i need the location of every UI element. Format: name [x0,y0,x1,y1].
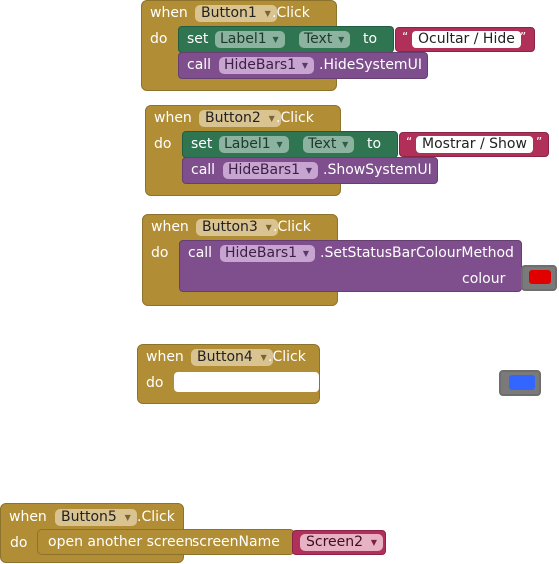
open-quote-icon: “ [406,135,413,149]
do-label: do [146,375,164,391]
call-component-dropdown[interactable]: HideBars1▼ [223,162,319,179]
dropdown-arrow-icon: ▼ [342,140,349,149]
dropdown-arrow-icon: ▼ [305,166,313,175]
when-label: when [146,349,184,365]
color-blue-block[interactable] [499,370,541,396]
event-label: .Click [272,5,310,21]
param-label-screenname: screenName [192,534,280,550]
open-another-screen-block[interactable]: open another screen screenName [37,529,295,555]
close-quote-icon: ” [536,135,543,149]
dropdown-arrow-icon: ▼ [268,114,275,123]
color-blue-swatch [509,375,535,390]
set-property-dropdown[interactable]: Text▼ [303,136,355,153]
set-label: set [191,136,213,152]
set-label: set [187,31,209,47]
color-red-swatch [529,270,551,284]
do-label: do [154,136,172,152]
component-dropdown-button3[interactable]: Button3▼ [196,219,278,236]
string-value[interactable]: Mostrar / Show [416,136,533,153]
do-label: do [150,31,168,47]
dropdown-arrow-icon: ▼ [260,353,267,362]
close-quote-icon: ” [520,30,527,44]
string-value[interactable]: Ocultar / Hide [412,31,521,48]
dropdown-arrow-icon: ▼ [301,61,309,70]
text-string-block[interactable]: “ Mostrar / Show ” [399,132,549,157]
dropdown-arrow-icon: ▼ [276,140,283,149]
screen-dropdown[interactable]: Screen2▼ [300,534,384,551]
action-label: open another screen [48,534,194,550]
method-label: .ShowSystemUI [323,162,432,178]
dropdown-arrow-icon: ▼ [370,538,378,547]
dropdown-arrow-icon: ▼ [265,223,272,232]
call-component-dropdown[interactable]: HideBars1▼ [219,57,315,74]
set-label-text-block[interactable]: set Label1▼ . Text▼ to [178,26,394,53]
dropdown-arrow-icon: ▼ [272,35,279,44]
call-label: call [188,245,213,261]
event-label: .Click [276,110,314,126]
open-quote-icon: “ [402,30,409,44]
component-dropdown-button5[interactable]: Button5▼ [55,509,137,526]
dropdown-arrow-icon: ▼ [302,249,310,258]
when-label: when [9,509,47,525]
call-setstatusbarcolour-block[interactable]: call HideBars1▼ .SetStatusBarColourMetho… [179,240,522,292]
screen-name-block[interactable]: Screen2▼ [292,530,386,555]
set-component-dropdown[interactable]: Label1▼ [215,31,285,48]
event-block-button4-click[interactable]: when Button4▼ .Click do [137,344,320,404]
method-label: .HideSystemUI [319,57,422,73]
method-label: .SetStatusBarColourMethod [320,245,514,261]
dropdown-arrow-icon: ▼ [124,513,131,522]
call-showsystemui-block[interactable]: call HideBars1▼ .ShowSystemUI [182,157,438,184]
do-label: do [10,535,28,551]
component-dropdown-button4[interactable]: Button4▼ [191,349,273,366]
set-label-text-block[interactable]: set Label1▼ . Text▼ to [182,131,398,158]
event-label: .Click [137,509,175,525]
empty-do-slot[interactable] [174,372,319,392]
call-label: call [187,57,212,73]
text-string-block[interactable]: “ Ocultar / Hide ” [395,27,535,52]
when-label: when [151,219,189,235]
component-dropdown-button1[interactable]: Button1▼ [195,5,277,22]
to-label: to [363,31,378,47]
dropdown-arrow-icon: ▼ [264,9,271,18]
param-label-colour: colour [462,271,506,287]
component-dropdown-button2[interactable]: Button2▼ [199,110,281,127]
event-label: .Click [273,219,311,235]
when-label: when [154,110,192,126]
call-hidesystemui-block[interactable]: call HideBars1▼ .HideSystemUI [178,52,428,79]
set-component-dropdown[interactable]: Label1▼ [219,136,289,153]
when-label: when [150,5,188,21]
call-label: call [191,162,216,178]
do-label: do [151,245,169,261]
set-property-dropdown[interactable]: Text▼ [299,31,351,48]
dropdown-arrow-icon: ▼ [338,35,345,44]
call-component-dropdown[interactable]: HideBars1▼ [220,245,316,262]
to-label: to [367,136,382,152]
color-red-block[interactable] [521,265,557,291]
event-label: .Click [268,349,306,365]
